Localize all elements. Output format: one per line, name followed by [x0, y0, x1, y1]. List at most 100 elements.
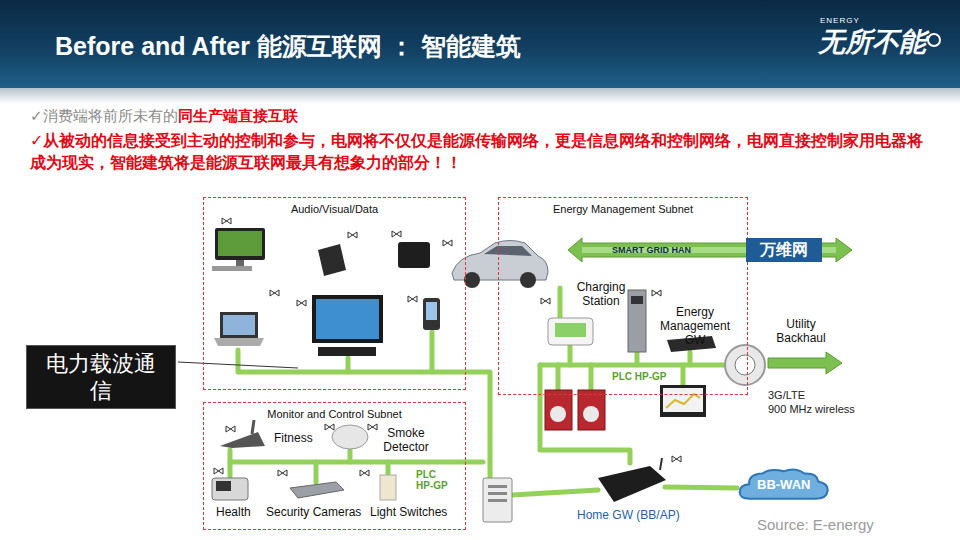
label-slot: Health [216, 505, 251, 519]
label-slot: PLC HP-GP [612, 371, 666, 382]
plc-adapter-mark [488, 492, 507, 495]
keyboard [212, 266, 252, 271]
subnet-region: Audio/Visual/Data [203, 197, 466, 390]
logo-mark [928, 34, 940, 46]
valve-symbol [672, 456, 681, 462]
charging-station-display [631, 296, 643, 304]
plc-wire [348, 450, 353, 462]
dryer-door [583, 406, 599, 422]
slide-title: Before and After 能源互联网 ： 智能建筑 [55, 30, 521, 62]
valve-symbol [278, 470, 287, 476]
device-label: Utility Backhaul [770, 317, 832, 345]
bullet-text: ✓消费端将前所未有的 [30, 107, 178, 124]
backhaul-arrow [768, 352, 842, 374]
label-slot: Home GW (BB/AP) [577, 508, 680, 522]
plc-wire [558, 288, 563, 318]
valve-symbol [348, 232, 357, 238]
plc-wire [635, 352, 640, 365]
valve-symbol [408, 296, 417, 302]
plc-wire [228, 462, 233, 476]
home-gw-antenna [660, 458, 662, 470]
node-text: BB-WAN [757, 477, 810, 493]
device-label: Fitness [274, 431, 313, 445]
charging-station-icon [628, 290, 646, 352]
plc-wire [568, 345, 573, 365]
plc-wire [346, 358, 351, 372]
link-label: PLC HP-GP [612, 371, 666, 382]
plc-wire [556, 365, 561, 390]
plc-wire [688, 352, 693, 365]
bullet-text: ✓从被动的信息接受到主动的控制和参与，电网将不仅仅是能源传输网络，更是信息网络和… [30, 130, 935, 174]
cloud-node: BB-WAN [737, 467, 830, 503]
smoke-detector-icon [332, 425, 368, 449]
router-icon [398, 242, 430, 268]
label-slot: 3G/LTE [768, 389, 805, 402]
washer-icon [545, 390, 572, 430]
plc-adapter-mark [488, 499, 507, 502]
device-label: Light Switches [370, 505, 447, 519]
device-label: Home GW (BB/AP) [577, 508, 680, 522]
region-heading: Monitor and Control Subnet [204, 407, 465, 421]
logo-text: ENERGY [820, 16, 860, 25]
device-label: Security Cameras [266, 505, 361, 519]
header-shade [0, 88, 960, 104]
meter-icon [725, 345, 765, 385]
settop-box [318, 347, 376, 356]
label-slot: PLC HP-GP [416, 469, 454, 491]
title-slot: Before and After 能源互联网 ： 智能建筑 [55, 30, 521, 62]
health-monitor-screen [216, 481, 231, 491]
laptop-screen [223, 315, 255, 335]
device-label: Health [216, 505, 251, 519]
desktop-icon [212, 228, 265, 271]
source-note: Source: E-energy [757, 516, 874, 534]
valve-symbol [541, 298, 550, 304]
plc-wire [230, 450, 483, 462]
display-icon [660, 385, 706, 417]
label-slot: Utility Backhaul [770, 317, 832, 345]
device-label: Charging Station [572, 280, 630, 308]
callout-box: 电力载波通信 [26, 345, 176, 409]
label-slot: Smoke Detector [378, 426, 434, 454]
logo-text: 无所不能 [818, 26, 926, 58]
phone-icon [423, 298, 440, 330]
plc-wire [512, 490, 598, 495]
display-chart [666, 394, 700, 408]
leader-line [178, 362, 298, 368]
label-slot: ✓从被动的信息接受到主动的控制和参与，电网将不仅仅是能源传输网络，更是信息网络和… [30, 130, 935, 174]
thermostat-screen [555, 323, 586, 337]
cloud-shape [740, 470, 828, 499]
plc-wire [665, 487, 737, 488]
valve-symbol [325, 424, 334, 430]
valve-symbol [392, 231, 401, 237]
bullet-highlight: 同生产端直接互联 [178, 107, 298, 124]
monitor-stand [236, 260, 244, 266]
plc-wire [386, 462, 391, 475]
label-slot: Energy Management GW [648, 305, 742, 347]
label-slot: Light Switches [370, 505, 447, 519]
dryer-icon [578, 390, 605, 430]
link-label: PLC HP-GP [416, 469, 454, 491]
valve-symbol [226, 426, 235, 432]
home-gw-icon [598, 466, 666, 502]
treadmill-icon [220, 432, 265, 448]
label-slot: ENERGY [820, 16, 860, 25]
callout-box: 万维网 [746, 238, 822, 262]
valve-symbol [222, 218, 231, 224]
link-label: 900 MHz wireless [768, 403, 855, 416]
label-slot: Source: E-energy [757, 516, 874, 534]
plc-adapter [483, 478, 512, 522]
handheld-icon [318, 244, 346, 276]
thermostat-icon [548, 318, 593, 345]
valve-symbols [214, 218, 681, 476]
light-switch-icon [380, 475, 396, 500]
tv-screen [316, 299, 379, 339]
valve-symbol [270, 290, 279, 296]
device-label: Energy Management GW [648, 305, 742, 347]
han-arrow [568, 238, 852, 262]
display-screen [663, 388, 703, 412]
label-slot: SMART GRID HAN [612, 245, 691, 255]
meter-dial [735, 355, 755, 375]
bullet-line: ✓消费端将前所未有的同生产端直接互联 [30, 106, 298, 126]
